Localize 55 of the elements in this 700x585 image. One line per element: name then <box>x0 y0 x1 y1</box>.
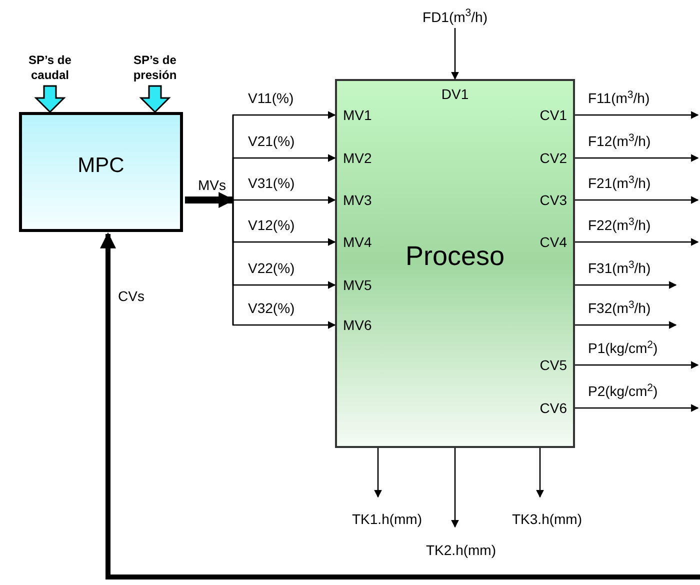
arrow <box>575 404 699 412</box>
arrow <box>575 281 677 289</box>
arrow <box>575 361 699 369</box>
block-title: MPC <box>78 153 124 180</box>
process-title: Proceso <box>404 243 506 270</box>
arrow <box>575 196 699 204</box>
edge-label: F32(m$^{3}$/h) <box>588 301 651 315</box>
controller-block <box>19 112 183 232</box>
signal-label: MVs <box>198 178 226 192</box>
port-label: MV4 <box>343 235 372 249</box>
port-label: CV4 <box>540 235 567 249</box>
edge-label: F31(m$^{3}$/h) <box>588 261 651 275</box>
edge-label: F11(m$^{3}$/h) <box>588 91 650 105</box>
arrow <box>575 238 699 246</box>
edge-label: TK1.h(mm) <box>352 512 422 526</box>
port-label: CV5 <box>540 358 567 372</box>
port-label: CV3 <box>540 193 567 207</box>
arrow <box>100 232 700 580</box>
port-label: MV1 <box>343 108 372 122</box>
block-arrow <box>34 85 66 114</box>
arrow <box>575 321 677 329</box>
edge-label: V22(%) <box>248 261 295 275</box>
edge-label: V21(%) <box>248 134 295 148</box>
edge-label: V32(%) <box>248 301 295 315</box>
edge-label: V31(%) <box>248 176 295 190</box>
port-label: MV5 <box>343 278 372 292</box>
arrow <box>575 154 699 162</box>
edge-label: V11(%) <box>248 91 294 105</box>
disturbance-label: FD1(m$^{3}$/h) <box>422 6 488 27</box>
arrow <box>536 448 544 498</box>
port-label: MV3 <box>343 193 372 207</box>
setpoint-label: SP’s de caudal <box>28 53 72 83</box>
edge-label: F21(m$^{3}$/h) <box>588 176 651 190</box>
arrow <box>451 448 459 528</box>
edge-label: F12(m$^{3}$/h) <box>588 134 651 148</box>
edge-label: P1(kg/cm$^{2}$) <box>588 341 658 355</box>
edge-label: F22(m$^{3}$/h) <box>588 218 651 232</box>
edge-label: TK2.h(mm) <box>426 543 496 557</box>
block-arrow <box>139 85 171 114</box>
arrow <box>575 111 699 119</box>
process-block <box>335 79 575 448</box>
port-label: MV2 <box>343 151 372 165</box>
port-label: CV2 <box>540 151 567 165</box>
port-label: CV6 <box>540 401 567 415</box>
edge-label: V12(%) <box>248 218 295 232</box>
edge-label: P2(kg/cm$^{2}$) <box>588 384 658 398</box>
edge-label: CVs <box>118 289 144 303</box>
setpoint-label: SP’s de presión <box>132 53 178 83</box>
port-label: DV1 <box>440 87 470 101</box>
port-label: CV1 <box>540 108 567 122</box>
arrow <box>451 28 459 80</box>
edge-label: TK3.h(mm) <box>512 512 582 526</box>
thick-arrow <box>185 192 235 208</box>
port-label: MV6 <box>343 318 372 332</box>
arrow <box>374 448 382 498</box>
